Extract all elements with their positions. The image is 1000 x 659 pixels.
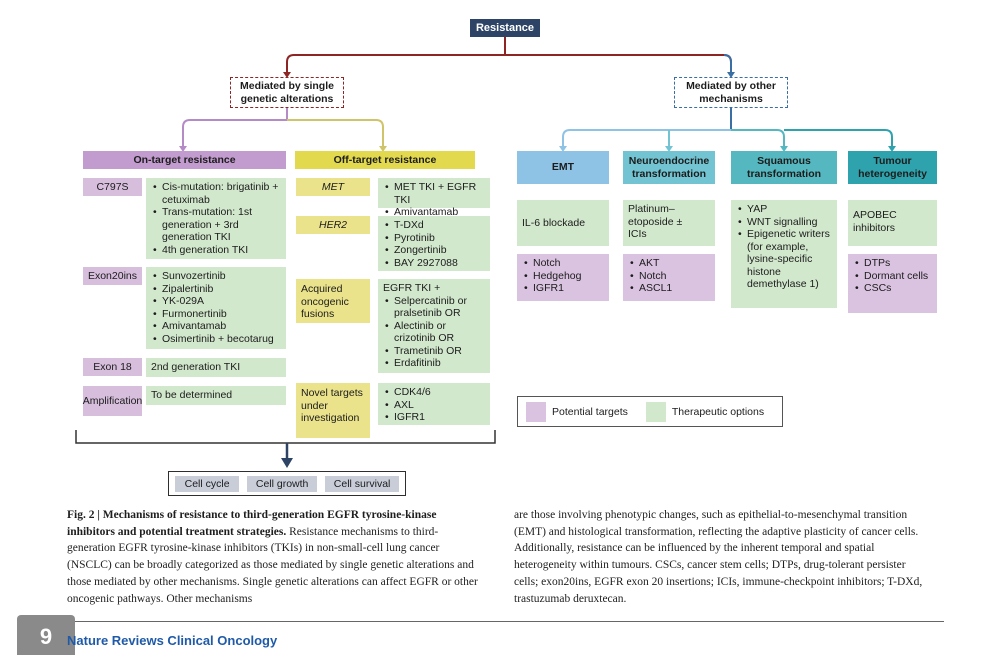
neuroendocrine-targets: AKT Notch ASCL1 (623, 254, 715, 301)
emt-target-2: Hedgehog (524, 270, 604, 283)
legend-pink-swatch (526, 401, 546, 422)
met-options: MET TKI + EGFR TKI Amivantamab (378, 178, 490, 218)
fusions-options: EGFR TKI + Selpercatinib or pralsetinib … (378, 279, 490, 373)
fusions-intro: EGFR TKI + (383, 282, 441, 294)
exon20ins-option-4: Furmonertinib (153, 308, 281, 321)
journal-name: Nature Reviews Clinical Oncology (67, 633, 278, 648)
her2-label: HER2 (296, 216, 370, 234)
outcome-cell-survival: Cell survival (325, 475, 400, 492)
caption-right: are those involving phenotypic changes, … (514, 509, 923, 605)
neuro-target-1: AKT (630, 257, 710, 270)
tumour-targets: DTPs Dormant cells CSCs (848, 254, 937, 313)
on-target-header: On-target resistance (83, 151, 286, 169)
exon20ins-option-2: Zipalertinib (153, 283, 281, 296)
emt-target-3: IGFR1 (524, 282, 604, 295)
emt-targets: Notch Hedgehog IGFR1 (517, 254, 609, 301)
squamous-option-2: WNT signalling (738, 216, 832, 229)
squamous-option-3: Epigenetic writers (for example, lysine-… (738, 228, 832, 291)
caption-left-text: Resistance mechanisms to third-generatio… (67, 525, 478, 605)
her2-option-2: Pyrotinib (385, 232, 485, 245)
squamous-header: Squamous transformation (731, 151, 837, 184)
legend: Potential targets Therapeutic options (517, 396, 783, 427)
emt-header: EMT (517, 151, 609, 184)
neuro-target-2: Notch (630, 270, 710, 283)
exon18-label: Exon 18 (83, 358, 142, 376)
c797s-label: C797S (83, 178, 142, 196)
exon20ins-options: Sunvozertinib Zipalertinib YK-029A Furmo… (146, 267, 286, 349)
connector-lines (75, 37, 896, 468)
novel-option-1: CDK4/6 (385, 386, 485, 399)
met-label: MET (296, 178, 370, 196)
novel-option-3: IGFR1 (385, 411, 485, 424)
emt-therapeutic: IL-6 blockade (517, 200, 609, 246)
her2-option-1: T-DXd (385, 219, 485, 232)
amplification-label: Amplification (83, 386, 142, 416)
met-option-1: MET TKI + EGFR TKI (385, 181, 485, 206)
exon20ins-option-6: Osimertinib + becotarug (153, 333, 281, 346)
c797s-option-1: Cis-mutation: brigatinib + cetuximab (153, 181, 281, 206)
met-option-2: Amivantamab (385, 206, 485, 219)
neuro-target-3: ASCL1 (630, 282, 710, 295)
single-genetic-alterations-node: Mediated by single genetic alterations (230, 77, 344, 108)
exon20ins-label: Exon20ins (83, 267, 142, 285)
legend-green-label: Therapeutic options (671, 405, 765, 418)
her2-options: T-DXd Pyrotinib Zongertinib BAY 2927088 (378, 216, 490, 271)
outcomes-box: Cell cycle Cell growth Cell survival (168, 471, 406, 496)
footer-rule (67, 621, 944, 622)
legend-green-swatch (645, 401, 666, 422)
exon20ins-option-1: Sunvozertinib (153, 270, 281, 283)
her2-option-3: Zongertinib (385, 244, 485, 257)
c797s-option-3: 4th generation TKI (153, 244, 281, 257)
novel-option-2: AXL (385, 399, 485, 412)
fusions-option-1: Selpercatinib or pralsetinib OR (385, 295, 485, 320)
emt-target-1: Notch (524, 257, 604, 270)
squamous-therapeutic: YAP WNT signalling Epigenetic writers (f… (731, 200, 837, 308)
tumour-target-1: DTPs (855, 257, 932, 270)
off-target-header: Off-target resistance (295, 151, 475, 169)
novel-targets-label: Novel targets under investigation (296, 383, 370, 438)
caption-left: Fig. 2 | Mechanisms of resistance to thi… (67, 507, 479, 607)
exon18-options: 2nd generation TKI (146, 358, 286, 377)
exon20ins-option-3: YK-029A (153, 295, 281, 308)
tumour-therapeutic: APOBEC inhibitors (848, 200, 937, 246)
exon20ins-option-5: Amivantamab (153, 320, 281, 333)
page-tab-glyph: 9 (39, 624, 53, 649)
her2-option-4: BAY 2927088 (385, 257, 485, 270)
other-mechanisms-node: Mediated by other mechanisms (674, 77, 788, 108)
fusions-label: Acquired oncogenic fusions (296, 279, 370, 323)
fusions-option-2: Alectinib or crizotinib OR (385, 320, 485, 345)
tumour-target-3: CSCs (855, 282, 932, 295)
tumour-heterogeneity-header: Tumour heterogeneity (848, 151, 937, 184)
novel-targets-options: CDK4/6 AXL IGFR1 (378, 383, 490, 425)
squamous-option-1: YAP (738, 203, 832, 216)
fusions-option-4: Erdafitinib (385, 357, 485, 370)
caption-title: Fig. 2 | Mechanisms of resistance to thi… (67, 509, 437, 538)
neuroendocrine-header: Neuroendocrine transformation (623, 151, 715, 184)
fusions-option-3: Trametinib OR (385, 345, 485, 358)
outcome-cell-growth: Cell growth (247, 475, 318, 492)
tumour-target-2: Dormant cells (855, 270, 932, 283)
neuroendocrine-therapeutic: Platinum–etoposide ± ICIs (623, 200, 715, 246)
c797s-options: Cis-mutation: brigatinib + cetuximab Tra… (146, 178, 286, 259)
amplification-options: To be determined (146, 386, 286, 405)
c797s-option-2: Trans-mutation: 1st generation + 3rd gen… (153, 206, 281, 244)
legend-pink-label: Potential targets (552, 405, 628, 418)
outcome-cell-cycle: Cell cycle (175, 475, 240, 492)
resistance-node: Resistance (470, 19, 540, 37)
